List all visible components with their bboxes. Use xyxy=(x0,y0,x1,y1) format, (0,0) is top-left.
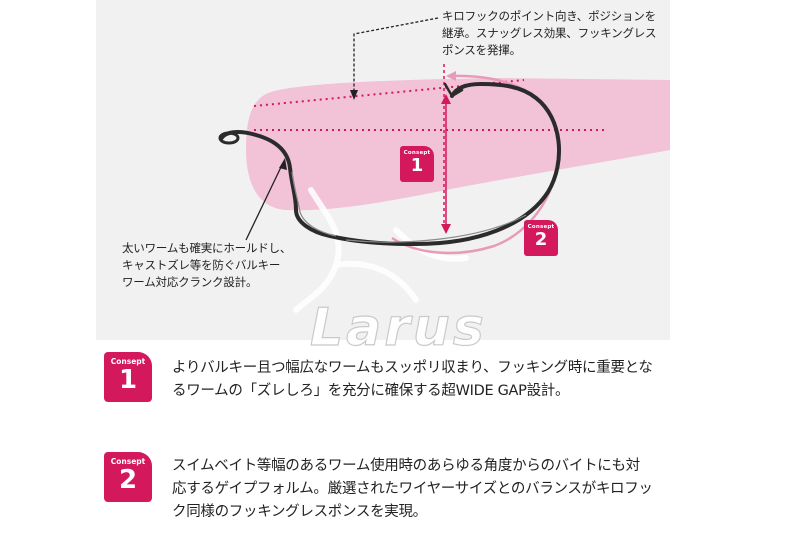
callout-top-line: 継承。スナッグレス効果、フッキングレス xyxy=(442,26,657,40)
consept-badge-1: Consept 1 xyxy=(104,352,152,402)
description-line: よりバルキー且つ幅広なワームもスッポリ収まり、フッキング時に重要とな xyxy=(172,360,653,376)
description-line: スイムベイト等幅のあるワーム使用時のあらゆる角度からのバイトにも対 xyxy=(172,458,640,474)
badge-caption: Consept xyxy=(110,357,146,366)
consept-description-2: スイムベイト等幅のあるワーム使用時のあらゆる角度からのバイトにも対 応するゲイプ… xyxy=(172,455,712,524)
hook-shank xyxy=(219,81,561,247)
larus-logo: Larus xyxy=(309,298,487,358)
callout-left: 太いワームも確実にホールドし、 キャストズレ等を防ぐバルキー ワーム対応クランク… xyxy=(122,240,291,291)
description-line: 応するゲイプフォルム。厳選されたワイヤーサイズとのバランスがキロフッ xyxy=(172,481,653,497)
consept-badge-2: Consept 2 xyxy=(104,452,152,502)
callout-left-leader-arrow xyxy=(279,158,287,170)
badge-number: 1 xyxy=(410,155,424,176)
badge-number: 2 xyxy=(534,229,548,250)
diagram-badge-1: Consept 1 xyxy=(400,146,434,182)
gap-arrow-head-top xyxy=(441,94,451,104)
callout-left-line: キャストズレ等を防ぐバルキー xyxy=(122,258,281,272)
hook-illustration xyxy=(218,17,670,313)
description-line: るワームの「ズレしろ」を充分に確保する超WIDE GAP設計。 xyxy=(172,383,570,399)
consept-description-1: よりバルキー且つ幅広なワームもスッポリ収まり、フッキング時に重要とな るワームの… xyxy=(172,357,712,403)
diagram-badge-2: Consept 2 xyxy=(524,220,558,256)
bend-arc-arrow xyxy=(446,71,456,81)
seagull-watermark xyxy=(293,187,469,313)
badge-caption: Consept xyxy=(403,150,431,156)
worm-shape xyxy=(246,78,670,211)
gap-arrow-head-bottom xyxy=(441,224,451,234)
callout-left-line: 太いワームも確実にホールドし、 xyxy=(122,241,292,255)
description-line: ク同様のフッキングレスポンスを実現。 xyxy=(172,504,427,520)
badge-caption: Consept xyxy=(527,224,555,230)
callout-top-line: キロフックのポイント向き、ポジションを xyxy=(442,9,656,23)
callout-left-leader xyxy=(245,164,283,241)
badge-caption: Consept xyxy=(110,457,146,466)
hook-eye xyxy=(218,131,240,145)
hook-point xyxy=(443,82,464,98)
callout-top: キロフックのポイント向き、ポジションを 継承。スナッグレス効果、フッキングレス … xyxy=(442,8,657,59)
hook-diagram: キロフックのポイント向き、ポジションを 継承。スナッグレス効果、フッキングレス … xyxy=(96,0,670,340)
callout-top-leader-arrow xyxy=(350,90,358,100)
badge-number: 2 xyxy=(118,465,138,495)
badge-number: 1 xyxy=(118,365,138,395)
callout-top-line: ポンスを発揮。 xyxy=(442,43,521,57)
hook-shank-highlight xyxy=(291,171,527,243)
callout-top-leader xyxy=(353,17,439,94)
callout-left-line: ワーム対応クランク設計。 xyxy=(122,275,258,289)
